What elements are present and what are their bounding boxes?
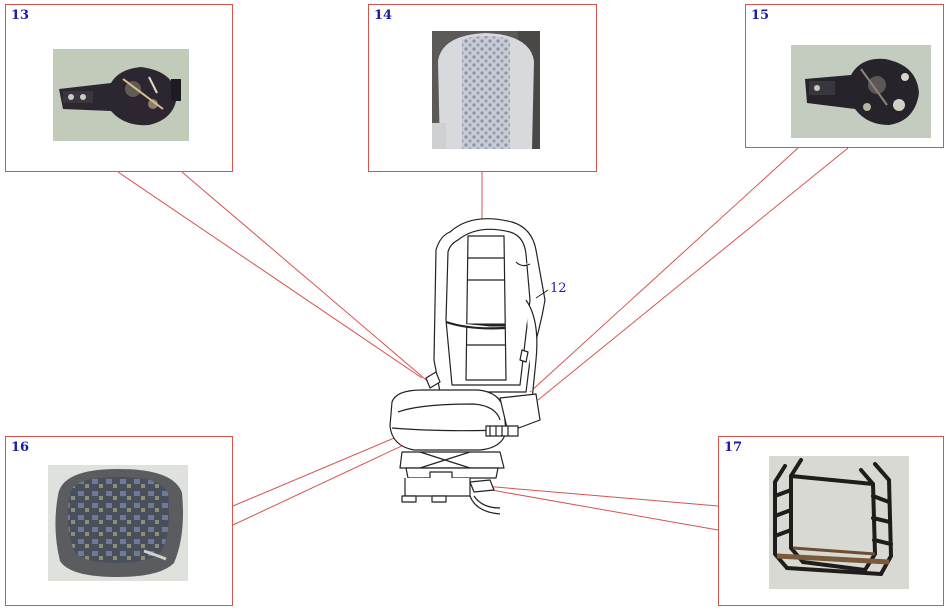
- callout-14: 14: [368, 4, 597, 172]
- leader-line-17a: [471, 484, 719, 507]
- leader-line-16b: [232, 434, 426, 526]
- seat-adjuster-bracket-right-photo: [791, 45, 931, 138]
- callout-number: 13: [11, 8, 30, 23]
- callout-number: 17: [724, 440, 743, 455]
- leader-line-13a: [117, 171, 423, 379]
- callout-number: 15: [751, 8, 770, 23]
- leader-lines: [117, 147, 849, 531]
- leader-line-15a: [529, 147, 799, 393]
- callout-15: 15: [745, 4, 944, 148]
- callout-13: 13: [5, 4, 233, 172]
- callout-number: 16: [11, 440, 30, 455]
- leader-line-15b: [537, 147, 849, 401]
- seat-cushion-photo: [48, 465, 188, 581]
- leader-line-13b: [181, 171, 433, 386]
- seat-adjuster-bracket-left-photo: [53, 49, 189, 141]
- leader-line-17b: [479, 487, 719, 531]
- truck-seat-drawing: [389, 218, 546, 515]
- leader-line-16a: [232, 427, 419, 507]
- callout-17: 17: [718, 436, 944, 606]
- callout-16: 16: [5, 436, 233, 606]
- main-part-label: 12: [550, 281, 567, 296]
- backrest-cover-photo: [432, 31, 540, 149]
- callout-number: 14: [374, 8, 393, 23]
- seat-frame-photo: [769, 456, 909, 589]
- main-part-leader: [535, 289, 549, 299]
